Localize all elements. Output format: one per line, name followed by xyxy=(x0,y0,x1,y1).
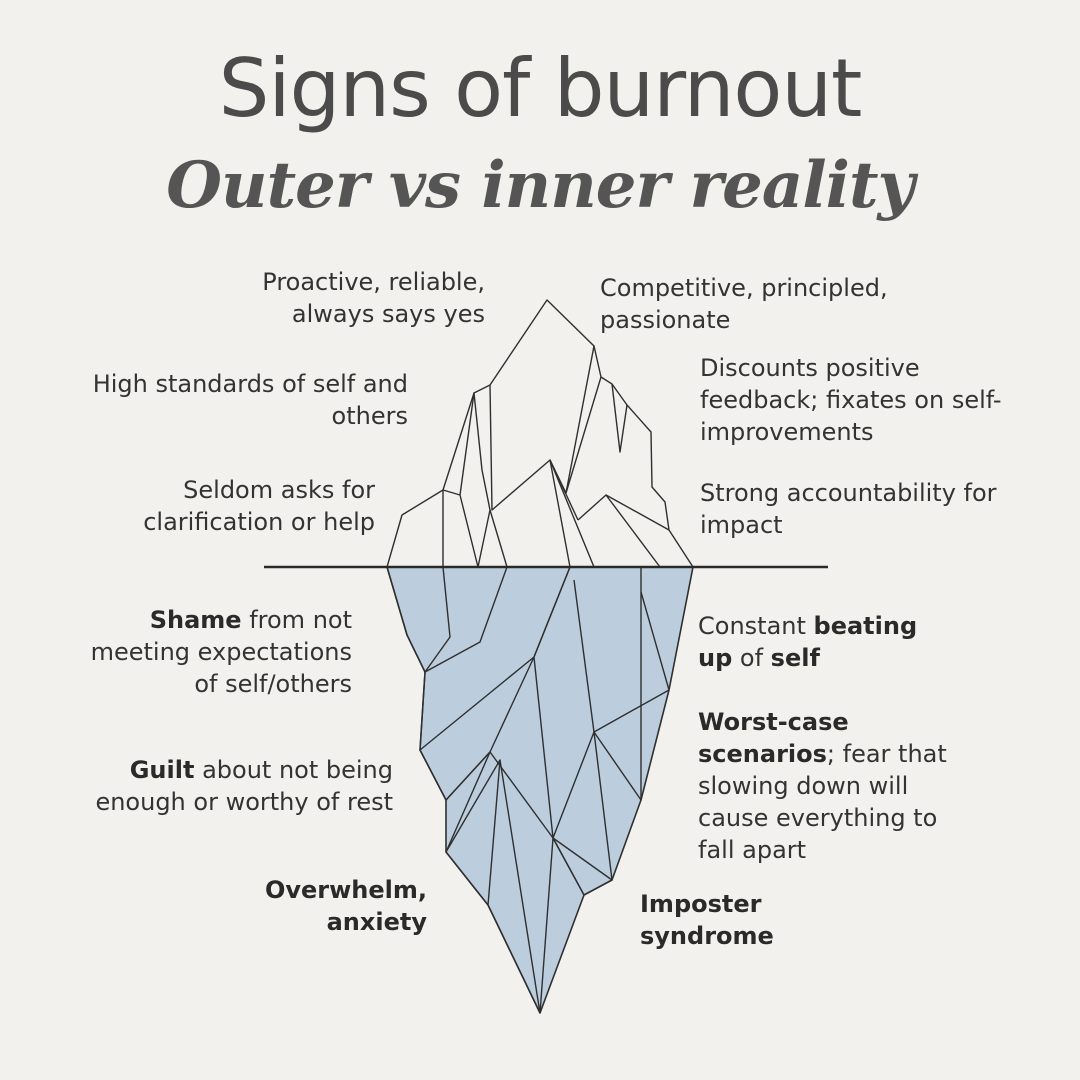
self-keyword: self xyxy=(771,644,820,672)
label-shame: Shame from not meeting expectations of s… xyxy=(62,604,352,700)
above-water-part xyxy=(387,300,693,567)
label-guilt: Guilt about not being enough or worthy o… xyxy=(60,754,393,818)
label-seldom-asks: Seldom asks for clarification or help xyxy=(115,474,375,538)
beating-text-b: of xyxy=(732,644,770,672)
imposter-keyword: Imposter syndrome xyxy=(640,890,774,950)
label-overwhelm: Overwhelm, anxiety xyxy=(255,874,427,938)
shame-keyword: Shame xyxy=(150,606,242,634)
label-proactive: Proactive, reliable, always says yes xyxy=(235,266,485,330)
label-high-standards: High standards of self and others xyxy=(60,368,408,432)
beating-text-a: Constant xyxy=(698,612,814,640)
label-worst-case: Worst-case scenarios; fear that slowing … xyxy=(698,706,978,866)
overwhelm-keyword: Overwhelm, anxiety xyxy=(265,876,427,936)
guilt-keyword: Guilt xyxy=(130,756,195,784)
label-accountability: Strong accountability for impact xyxy=(700,477,1040,541)
label-discounts-feedback: Discounts positive feedback; fixates on … xyxy=(700,352,1040,448)
label-imposter: Imposter syndrome xyxy=(640,888,810,952)
label-beating-up: Constant beating up of self xyxy=(698,610,948,674)
label-competitive: Competitive, principled, passionate xyxy=(600,272,920,336)
